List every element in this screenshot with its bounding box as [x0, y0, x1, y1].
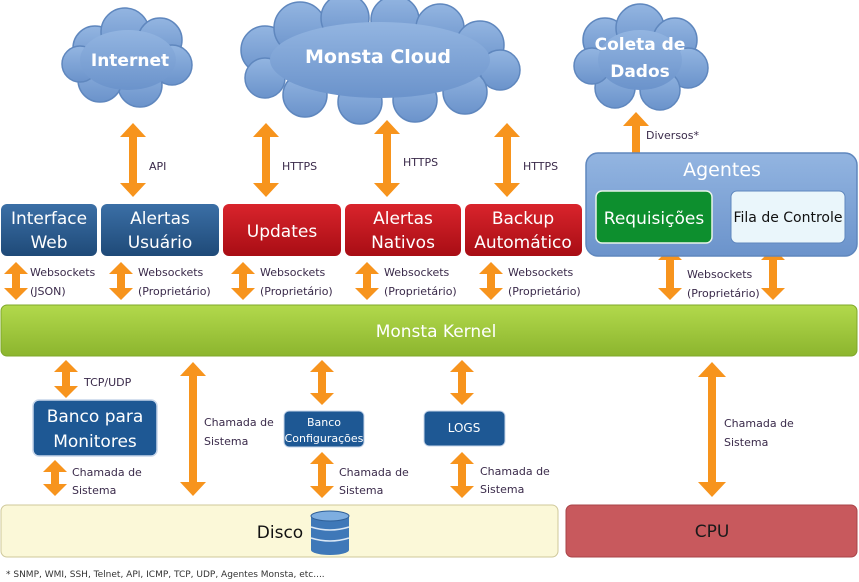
internet-label: Internet: [91, 51, 169, 71]
fila-controle-box: [730, 190, 846, 244]
backup-label-1: Backup: [492, 209, 554, 229]
label-https-2: HTTPS: [403, 156, 438, 169]
label-https-1: HTTPS: [282, 160, 317, 173]
disco-label: Disco: [257, 523, 303, 543]
updates-label: Updates: [247, 222, 318, 242]
disco-bar: Disco: [0, 504, 559, 558]
logs-label: LOGS: [448, 421, 481, 435]
arrow-ws-1: [4, 262, 28, 300]
label-chamada-cpu-2: Sistema: [724, 436, 768, 449]
coleta-label-1: Coleta de: [595, 35, 686, 55]
label-chamada-config-1: Chamada de: [339, 466, 409, 479]
alertas-usuario-label-1: Alertas: [130, 209, 190, 229]
arrow-https-backup: [494, 123, 520, 197]
banco-monitores-box: Banco para Monitores: [32, 399, 158, 457]
arrow-ws-6b: [761, 248, 785, 300]
label-chamada-logs-2: Sistema: [480, 483, 524, 496]
ws-label-3b: (Proprietário): [260, 285, 333, 298]
fila-controle-label: Fila de Controle: [733, 210, 842, 226]
kernel-label: Monsta Kernel: [376, 322, 497, 342]
monsta-kernel-bar: Monsta Kernel: [0, 304, 858, 357]
arrow-cpu: [698, 362, 726, 497]
internet-cloud: Internet: [61, 7, 193, 108]
module-updates: Updates: [223, 204, 341, 256]
ws-label-2b: (Proprietário): [138, 285, 211, 298]
monsta-cloud: Monsta Cloud: [240, 0, 521, 125]
module-alertas-nativos: Alertas Nativos: [345, 204, 461, 256]
ws-label-5a: Websockets: [508, 266, 574, 279]
banco-config-label-2: Configurações: [285, 432, 364, 445]
arrow-banco-config: [310, 360, 334, 405]
label-chamada-center-1: Chamada de: [204, 416, 274, 429]
arrow-tcpudp: [54, 360, 78, 398]
arrow-diversos: [623, 112, 649, 186]
arrow-ws-3: [231, 262, 255, 300]
coleta-cloud: Coleta de Dados: [573, 3, 709, 111]
monsta-cloud-label: Monsta Cloud: [305, 46, 451, 68]
arrows: [4, 112, 785, 498]
label-chamada-config-2: Sistema: [339, 484, 383, 497]
arrow-ws-2: [109, 262, 133, 300]
ws-label-1a: Websockets: [30, 266, 96, 279]
alertas-nativos-label-2: Nativos: [371, 233, 435, 253]
cpu-bar: CPU: [565, 504, 858, 558]
ws-label-1b: (JSON): [30, 285, 66, 298]
ws-label-4b: (Proprietário): [384, 285, 457, 298]
arrow-config-disco: [310, 452, 334, 498]
arrow-ws-4: [355, 262, 379, 300]
interface-web-label-2: Web: [30, 233, 67, 253]
ws-label-6a: Websockets: [687, 268, 753, 281]
label-chamada-banco-1: Chamada de: [72, 466, 142, 479]
ws-label-5b: (Proprietário): [508, 285, 581, 298]
label-tcpudp: TCP/UDP: [83, 376, 132, 389]
arrow-logs: [450, 360, 474, 405]
label-chamada-center-2: Sistema: [204, 435, 248, 448]
module-alertas-usuario: Alertas Usuário: [101, 204, 219, 256]
label-diversos: Diversos*: [646, 129, 700, 142]
arrow-banco-disco: [43, 460, 67, 496]
module-backup: Backup Automático: [465, 204, 582, 256]
requisicoes-label: Requisições: [604, 209, 705, 229]
arrow-https-nativos: [374, 120, 400, 197]
database-icon: [310, 510, 350, 555]
footnote: * SNMP, WMI, SSH, Telnet, API, ICMP, TCP…: [6, 570, 325, 580]
arrow-ws-5: [479, 262, 503, 300]
label-chamada-cpu-1: Chamada de: [724, 417, 794, 430]
banco-monitores-label-1: Banco para: [47, 407, 144, 427]
arrow-logs-disco: [450, 452, 474, 498]
banco-config-label-1: Banco: [307, 416, 341, 429]
label-chamada-banco-2: Sistema: [72, 484, 116, 497]
ws-label-2a: Websockets: [138, 266, 204, 279]
requisicoes-box: [595, 190, 713, 244]
arrow-chamada-disco: [180, 362, 206, 496]
label-api: API: [149, 160, 166, 173]
arrow-ws-6a: [658, 248, 682, 300]
banco-configuracoes-box: Banco Configurações: [283, 410, 365, 448]
cpu-label: CPU: [695, 522, 730, 542]
banco-monitores-label-2: Monitores: [53, 432, 137, 452]
logs-box: LOGS: [423, 410, 506, 447]
coleta-label-2: Dados: [610, 62, 670, 82]
alertas-nativos-label-1: Alertas: [373, 209, 433, 229]
arrow-api: [120, 123, 146, 197]
agentes-title: Agentes: [683, 159, 761, 181]
arrow-https-updates: [253, 123, 279, 197]
ws-label-3a: Websockets: [260, 266, 326, 279]
interface-web-label-1: Interface: [11, 209, 87, 229]
alertas-usuario-label-2: Usuário: [128, 233, 193, 253]
backup-label-2: Automático: [474, 233, 572, 253]
ws-label-6b: (Proprietário): [687, 287, 760, 300]
module-interface-web: Interface Web: [1, 204, 97, 256]
ws-label-4a: Websockets: [384, 266, 450, 279]
label-chamada-logs-1: Chamada de: [480, 465, 550, 478]
label-https-3: HTTPS: [523, 160, 558, 173]
agentes-panel: Agentes Requisições Fila de Controle: [585, 152, 858, 257]
